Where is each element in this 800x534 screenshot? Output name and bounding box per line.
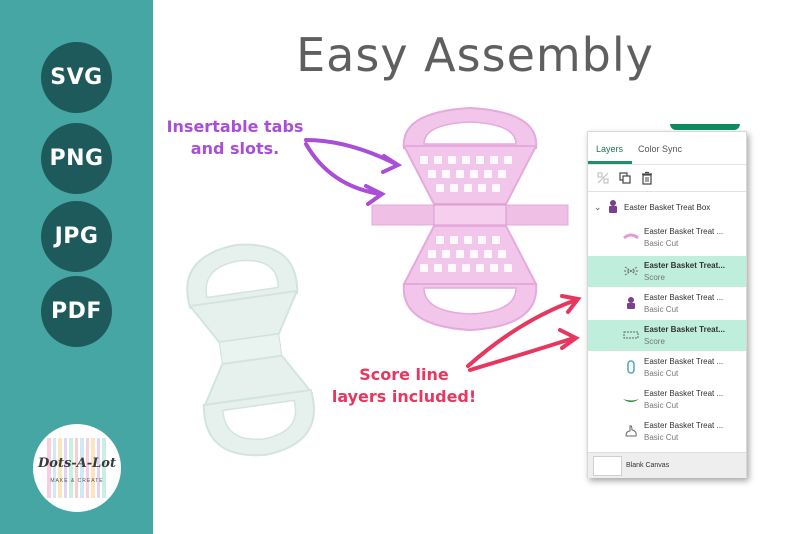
layer-row[interactable]: Easter Basket Treat... Score [588, 320, 746, 351]
red-arrows [466, 294, 582, 372]
bunny-outline-icon [625, 425, 637, 437]
logo-tagline: MAKE & CREATE [50, 478, 104, 484]
layer-operation: Basic Cut [644, 401, 679, 410]
chevron-down-icon[interactable]: ⌄ [594, 202, 602, 212]
teal-tag-icon [627, 360, 635, 374]
basket-group-icon [609, 200, 617, 213]
group-label: Easter Basket Treat Box [624, 203, 711, 212]
jpg-badge: JPG [41, 201, 112, 272]
layer-row[interactable]: Easter Basket Treat ... Basic Cut [588, 222, 746, 253]
score-callout-line1: Score line [359, 365, 449, 384]
canvas-swatch[interactable] [593, 456, 622, 476]
score-cross-icon [624, 266, 638, 276]
layer-operation: Basic Cut [644, 239, 679, 248]
mint-template-illustration [186, 243, 315, 457]
layer-operation: Basic Cut [644, 369, 679, 378]
pink-handle-icon [623, 233, 639, 240]
layer-operation: Score [644, 273, 665, 282]
tab-layers-indicator [588, 161, 632, 164]
svg-badge: SVG [41, 42, 112, 113]
layer-row[interactable]: Easter Basket Treat ... Basic Cut [588, 352, 746, 383]
layer-name: Easter Basket Treat... [644, 325, 725, 334]
green-leaf-icon [623, 399, 639, 402]
purple-bow-icon [627, 297, 635, 309]
layer-row[interactable]: Easter Basket Treat ... Basic Cut [588, 384, 746, 415]
panel-top-button[interactable] [670, 124, 740, 130]
layer-operation: Basic Cut [644, 433, 679, 442]
score-callout-line2: layers included! [331, 387, 477, 406]
blank-canvas-row[interactable]: Blank Canvas [588, 452, 746, 478]
brand-logo: Dots-A-Lot MAKE & CREATE [33, 424, 121, 512]
ungroup-icon[interactable] [596, 171, 610, 185]
layer-name: Easter Basket Treat ... [644, 357, 724, 366]
layer-name: Easter Basket Treat ... [644, 227, 724, 236]
layer-name: Easter Basket Treat ... [644, 421, 724, 430]
pink-basket-illustration [371, 106, 569, 332]
logo-stripes-icon [47, 438, 106, 498]
layer-row[interactable]: Easter Basket Treat... Score [588, 256, 746, 287]
format-sidebar: SVG PNG JPG PDF Dots-A-Lot MAKE & CREATE [0, 0, 153, 534]
tab-layers[interactable]: Layers [596, 144, 624, 154]
layer-operation: Basic Cut [644, 305, 679, 314]
canvas-label: Blank Canvas [626, 462, 670, 469]
logo-wordmark: Dots-A-Lot [38, 456, 116, 471]
layers-toolbar [588, 165, 746, 192]
page-title: Easy Assembly [296, 28, 654, 82]
layer-name: Easter Basket Treat ... [644, 293, 724, 302]
layer-row[interactable]: Easter Basket Treat ... Basic Cut [588, 288, 746, 319]
panel-tabs: Layers Color Sync [588, 132, 746, 165]
layer-name: Easter Basket Treat... [644, 261, 725, 270]
tab-color-sync[interactable]: Color Sync [638, 144, 683, 154]
tabs-callout-line1: Insertable tabs [166, 117, 304, 136]
pdf-badge: PDF [41, 276, 112, 347]
score-callout: Score line layers included! [324, 364, 484, 408]
tabs-callout-line2: and slots. [190, 139, 280, 158]
layers-panel: Layers Color Sync ⌄ Easter Basket Treat … [587, 124, 747, 478]
layer-name: Easter Basket Treat ... [644, 389, 724, 398]
tabs-callout: Insertable tabs and slots. [160, 116, 310, 160]
png-badge: PNG [41, 123, 112, 194]
score-rect-icon [623, 331, 639, 339]
purple-arrows [304, 138, 403, 206]
layer-group-row[interactable]: ⌄ Easter Basket Treat Box [588, 196, 746, 218]
trash-icon[interactable] [640, 171, 654, 185]
layer-operation: Score [644, 337, 665, 346]
layer-row[interactable]: Easter Basket Treat ... Basic Cut [588, 416, 746, 447]
duplicate-icon[interactable] [618, 171, 632, 185]
